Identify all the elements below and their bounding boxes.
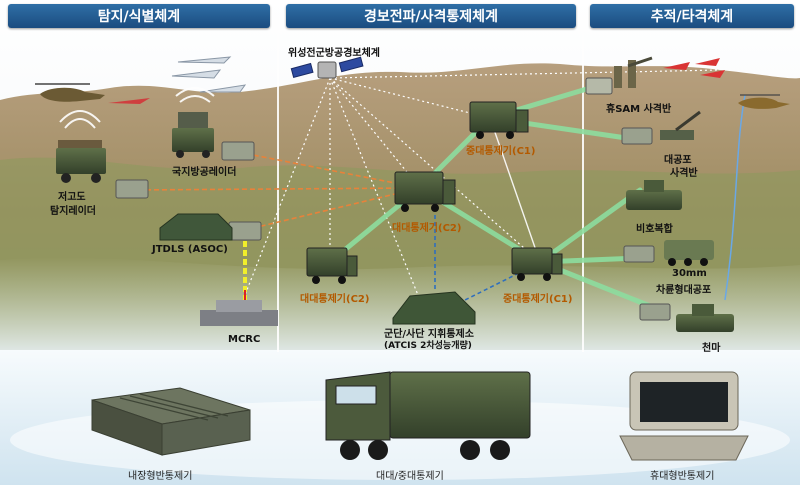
wheeled-aa-gun-icon	[664, 240, 714, 266]
radar-signal-icon	[59, 87, 215, 129]
terminal-box-icon	[115, 77, 671, 321]
enemy-aircraft-icon	[663, 58, 725, 78]
jet-icon	[108, 98, 150, 104]
fighter-jets-icon	[171, 56, 247, 93]
wheeled-aa-label-2: 차륜형대공포	[656, 285, 712, 296]
vehicle-terminal-device-icon	[91, 387, 251, 456]
command-post-label-1: 군단/사단 지휘통제소	[384, 329, 474, 340]
section-header-tracking-strike: 추적/타격체계	[590, 4, 794, 28]
satellite-icon	[290, 56, 364, 79]
portable-terminal-caption: 휴대형반통제기	[650, 471, 715, 482]
wheeled-aa-label-1: 30mm	[672, 268, 707, 279]
low-altitude-radar-icon	[56, 140, 106, 183]
mcrc-building-icon	[200, 290, 278, 326]
command-post-tent-icon	[392, 291, 476, 325]
mcrc-label: MCRC	[228, 334, 261, 345]
command-post-label-2: (ATCIS 2차성능개량)	[384, 341, 472, 351]
company-c1-truck-top-icon	[469, 101, 529, 139]
tracking-path	[724, 94, 746, 301]
man-sam-label: 휴SAM 사격반	[606, 104, 672, 115]
battalion-c2-left-label: 대대통제기(C2)	[300, 294, 370, 305]
command-links-blue	[434, 215, 526, 301]
attack-helicopter-icon	[738, 94, 790, 109]
battalion-vehicle-photo-icon	[325, 371, 531, 460]
aa-gun-label-2: 사격반	[670, 168, 698, 179]
cheonma-vehicle-icon	[676, 304, 734, 332]
company-c1-truck-right-icon	[511, 247, 563, 281]
satellite-links	[244, 69, 721, 301]
section-header-detection: 탐지/식별체계	[8, 4, 270, 28]
bihobokhap-vehicle-icon	[626, 180, 682, 210]
local-radar-label: 국지방공레이더	[172, 167, 237, 178]
radar-links-orange	[129, 151, 421, 231]
bihobokhap-label: 비호복합	[636, 224, 673, 235]
company-c1-right-label: 중대통제기(C1)	[503, 294, 573, 305]
company-link	[489, 117, 541, 263]
battalion-c2-truck-left-icon	[306, 247, 358, 284]
man-sam-soldiers-icon	[614, 56, 653, 88]
helicopter-icon	[35, 83, 105, 102]
local-air-defense-radar-icon	[172, 112, 214, 158]
battalion-c2-label: 대대통제기(C2)	[392, 223, 462, 234]
battalion-c2-truck-icon	[394, 171, 456, 212]
low-altitude-radar-label-2: 탐지레이더	[50, 206, 96, 217]
company-c1-top-label: 중대통제기(C1)	[466, 146, 536, 157]
jtdls-tent-icon	[159, 213, 233, 241]
vehicle-terminal-caption: 내장형반통제기	[128, 471, 193, 482]
section-header-alert-fire-control: 경보전파/사격통제체계	[286, 4, 576, 28]
battalion-vehicle-caption: 대대/중대통제기	[376, 471, 444, 482]
satellite-label: 위성전군방공경보체계	[288, 48, 380, 59]
aa-gun-label-1: 대공포	[664, 155, 692, 166]
portable-terminal-device-icon	[619, 371, 749, 461]
jtdls-label: JTDLS (ASOC)	[152, 244, 228, 255]
aa-gun-icon	[660, 110, 701, 140]
low-altitude-radar-label-1: 저고도	[58, 192, 86, 203]
cheonma-label: 천마	[702, 343, 721, 354]
